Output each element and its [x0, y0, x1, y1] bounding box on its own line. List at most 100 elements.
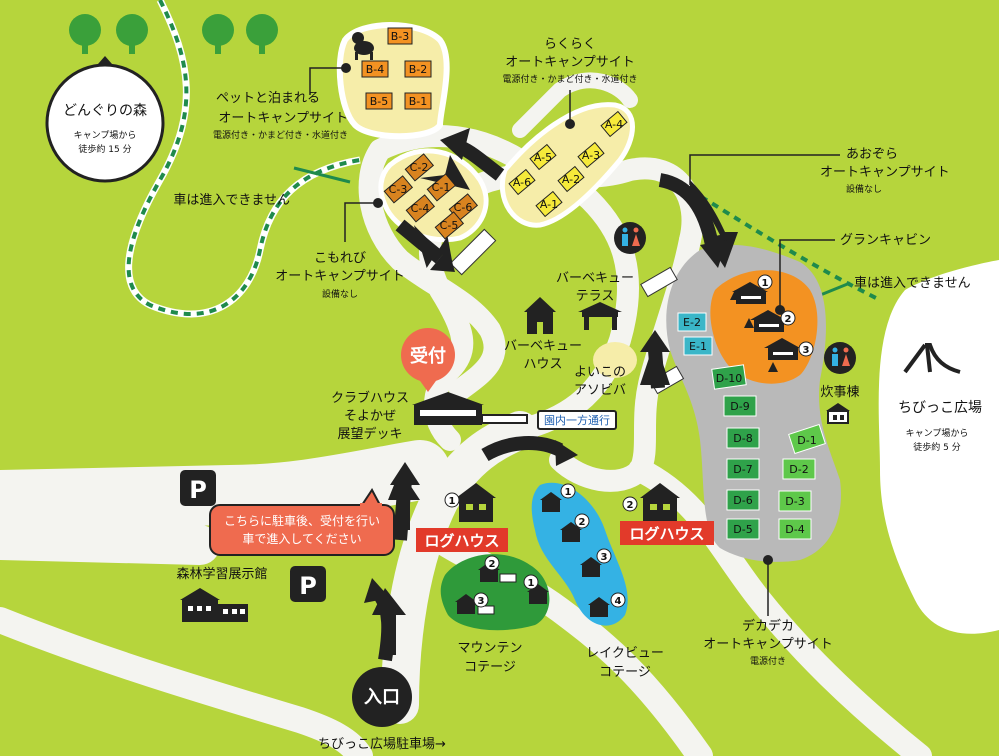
site-c4-label: C-4	[411, 202, 430, 215]
tree-icon	[246, 14, 278, 54]
site-b4[interactable]	[361, 60, 389, 78]
site-a3[interactable]	[577, 141, 605, 169]
chibikko-sub2: 徒歩約 5 分	[913, 441, 960, 453]
site-c5[interactable]	[434, 211, 465, 240]
site-b5[interactable]	[365, 92, 393, 110]
site-b4-label: B-4	[366, 63, 385, 76]
site-d4[interactable]	[778, 518, 812, 540]
mountain-num-1: 1	[528, 578, 535, 589]
donguri-sub2: 徒歩約 15 分	[78, 143, 131, 155]
site-a6-label: A-6	[513, 176, 531, 189]
site-b1[interactable]	[404, 92, 432, 110]
site-c3[interactable]	[383, 175, 414, 204]
parking-label-1: P	[189, 476, 207, 504]
site-a6[interactable]	[508, 168, 536, 196]
slide-icon	[903, 343, 961, 374]
site-c1[interactable]	[426, 173, 457, 202]
site-d3[interactable]	[778, 490, 812, 512]
c-sites	[383, 153, 479, 240]
arrow-komorebi	[395, 219, 445, 264]
tree-icon	[69, 14, 101, 54]
playground-area	[593, 342, 637, 378]
komorebi-leader	[344, 202, 375, 242]
arrow-oneway	[481, 436, 564, 462]
mountain-num-3: 3	[478, 596, 485, 607]
grancabin-dot	[775, 305, 785, 315]
arrow-head-entry-low	[364, 578, 390, 603]
cabin-icon[interactable]	[764, 338, 800, 360]
site-e2[interactable]	[677, 312, 707, 332]
bbq-terrace-label-1: バーベキュー	[556, 271, 634, 286]
site-b1-label: B-1	[409, 95, 428, 108]
log-house-left-num-bg	[444, 492, 460, 508]
log-house-left-num: 1	[449, 496, 456, 507]
chibikko-title: ちびっこ広場	[898, 400, 982, 416]
entrance-marker[interactable]	[352, 667, 412, 727]
site-a3-label: A-3	[582, 149, 600, 162]
cabin-icon[interactable]	[588, 597, 610, 617]
cabin-num-2: 2	[785, 314, 792, 325]
site-e1[interactable]	[683, 336, 713, 356]
clubhouse-label-3: 展望デッキ	[337, 426, 402, 442]
cabin-icon[interactable]	[732, 282, 768, 304]
arrow-head-east	[700, 240, 727, 268]
komorebi-sub: 設備なし	[322, 288, 358, 300]
site-c2[interactable]	[404, 153, 435, 182]
site-d6[interactable]	[726, 489, 760, 511]
site-a2[interactable]	[557, 165, 585, 193]
log-house-icon[interactable]	[456, 483, 496, 522]
cabin-icon[interactable]	[580, 557, 602, 577]
site-d5[interactable]	[726, 518, 760, 540]
arrow-head-oneway	[555, 440, 578, 466]
site-d10[interactable]	[711, 364, 747, 390]
site-d3-label: D-3	[785, 495, 804, 508]
pet-leader-line	[309, 63, 351, 95]
reception-marker[interactable]	[401, 328, 455, 382]
site-b3-label: B-3	[391, 30, 410, 43]
site-d9[interactable]	[723, 395, 757, 417]
site-b2[interactable]	[404, 60, 432, 78]
site-c4[interactable]	[405, 194, 436, 223]
bbq-terrace-icon	[578, 302, 622, 330]
entrance-label: 入口	[364, 687, 400, 708]
site-a4[interactable]	[600, 110, 628, 138]
museum-building-icon	[180, 588, 248, 622]
mountain-label-1: マウンテン	[457, 641, 522, 656]
site-a5-label: A-5	[534, 151, 552, 164]
no-car-label-right: 車は進入できません	[854, 276, 971, 291]
log-house-right-tag	[620, 521, 714, 545]
parking-icon: P	[180, 470, 216, 506]
site-d2[interactable]	[782, 458, 816, 480]
parking-notice-bubble	[209, 504, 395, 556]
site-d7[interactable]	[726, 458, 760, 480]
east-fence	[688, 188, 881, 302]
aozora-label-2: オートキャンプサイト	[820, 165, 950, 180]
lakeview-num-1: 1	[565, 487, 572, 498]
cabin-icon[interactable]	[750, 310, 786, 332]
site-b3[interactable]	[387, 27, 413, 45]
dekadeka-dot	[763, 555, 773, 565]
chibikko-parking-link[interactable]: ちびっこ広場駐車場→	[318, 737, 446, 752]
dekadeka-sub: 電源付き	[750, 656, 786, 667]
donguri-forest-marker[interactable]	[45, 63, 165, 183]
site-a5[interactable]	[529, 143, 557, 171]
parking-icon: P	[290, 566, 326, 602]
cabin-icon[interactable]	[527, 584, 549, 604]
log-house-icon[interactable]	[640, 483, 680, 522]
site-d8[interactable]	[726, 427, 760, 449]
mountain-label-2: コテージ	[464, 660, 516, 675]
log-house-right-num-bg	[622, 496, 638, 512]
cabin-icon[interactable]	[455, 594, 477, 614]
cabin-icon[interactable]	[560, 522, 582, 542]
cabin-icon[interactable]	[540, 492, 562, 512]
log-house-left-label: ログハウス	[424, 532, 499, 550]
site-a1[interactable]	[535, 190, 563, 218]
parking-label-2: P	[299, 572, 317, 600]
dekadeka-label-1: デカデカ	[742, 618, 794, 634]
site-d1[interactable]	[788, 423, 826, 455]
log-house-left-tag	[416, 528, 508, 552]
pet-site-label-2: オートキャンプサイト	[218, 111, 348, 126]
site-b2-label: B-2	[409, 63, 428, 76]
aozora-leader	[689, 154, 840, 185]
